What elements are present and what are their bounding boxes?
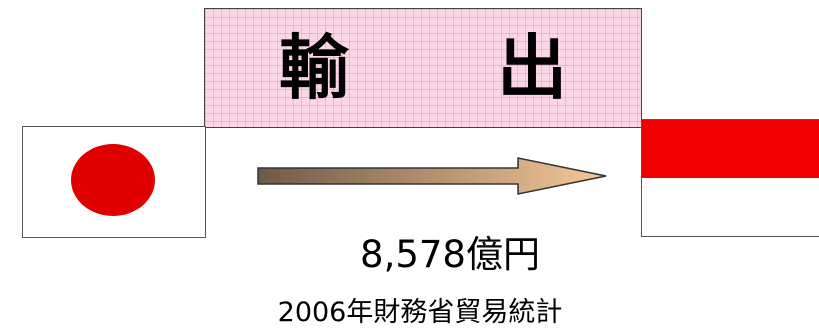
indonesia-flag-red-band [642, 120, 819, 178]
data-source-caption: 2006年財務省貿易統計 [277, 297, 563, 328]
export-amount: 8,578億円 [360, 233, 540, 276]
export-arrow-icon [257, 157, 607, 195]
indonesia-flag-icon [641, 119, 819, 237]
japan-flag-icon [22, 126, 206, 238]
japan-flag-sun [71, 144, 155, 216]
export-banner: 輸 出 [204, 8, 642, 128]
banner-title: 輸 出 [278, 27, 630, 109]
